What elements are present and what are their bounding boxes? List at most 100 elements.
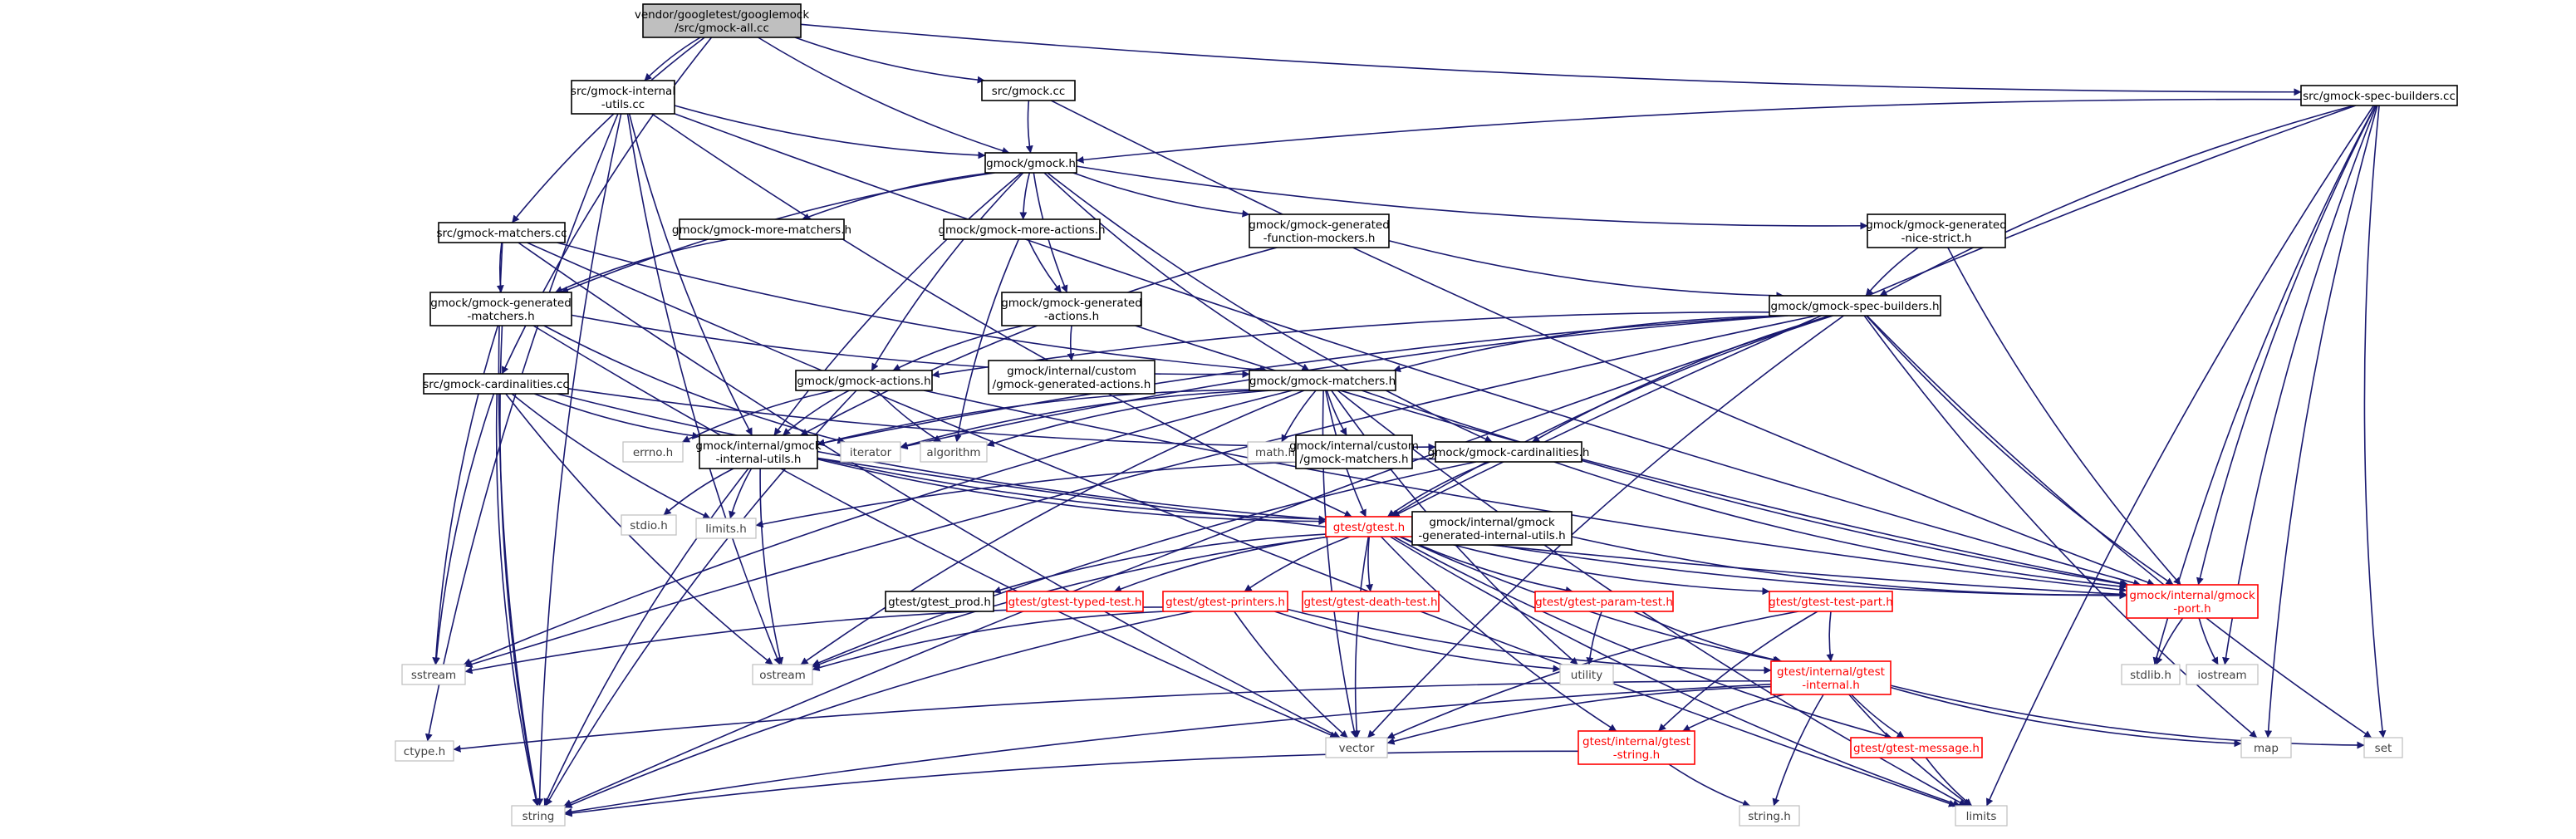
node-gmock_matchers_h[interactable]: gmock/gmock-matchers.h bbox=[1249, 370, 1396, 391]
node-src_gmock_internal_utils_cc[interactable]: src/gmock-internal-utils.cc bbox=[571, 80, 675, 115]
node-custom_gen_actions_h[interactable]: gmock/internal/custom/gmock-generated-ac… bbox=[988, 360, 1156, 395]
node-label-gtest_printers_h-0: gtest/gtest-printers.h bbox=[1165, 596, 1285, 609]
node-gtest_test_part_h[interactable]: gtest/gtest-test-part.h bbox=[1769, 591, 1893, 612]
node-label-gmock_more_matchers_h-0: gmock/gmock-more-matchers.h bbox=[672, 223, 851, 237]
edge-gmock_more_matchers_h-to-gmock_gen_matchers_h bbox=[555, 238, 729, 293]
node-src_gmock_matchers_cc[interactable]: src/gmock-matchers.cc bbox=[436, 222, 567, 243]
node-gmock_port_h[interactable]: gmock/internal/gmock-port.h bbox=[2126, 584, 2259, 619]
edge-gtest_printers_h-to-gtest_internal_h bbox=[1287, 608, 1772, 675]
node-src_gmock_spec_builders_cc[interactable]: src/gmock-spec-builders.cc bbox=[2300, 85, 2458, 106]
node-string_h[interactable]: string.h bbox=[1739, 805, 1800, 827]
edge-gtest_internal_h-to-set bbox=[1890, 684, 2365, 749]
edge-gtest_h-to-gtest_prod_h bbox=[993, 533, 1327, 594]
node-box-src_gmock_cc bbox=[981, 80, 1076, 101]
node-stdlib_h[interactable]: stdlib.h bbox=[2121, 664, 2181, 685]
edge-gtest_param_test_h-to-gtest_internal_h bbox=[1633, 611, 1783, 664]
node-utility[interactable]: utility bbox=[1559, 664, 1614, 685]
edge-gtest_h-to-gtest_test_part_h bbox=[1411, 532, 1770, 596]
edge-gmock_spec_builders_h-to-gmock_matchers_h bbox=[1393, 315, 1784, 373]
node-sstream[interactable]: sstream bbox=[401, 664, 466, 685]
edge-gmock_gen_function_mockers_h-to-gmock_spec_builders_h bbox=[1388, 239, 1784, 300]
edge-src_gmock_spec_builders_cc-to-map bbox=[2264, 105, 2378, 738]
edge-gmock_gen_actions_h-to-gmock_actions_h bbox=[892, 325, 1024, 371]
node-label-gmock_actions_h-0: gmock/gmock-actions.h bbox=[797, 375, 930, 388]
edge-gtest_h-to-gtest_printers_h bbox=[1244, 536, 1351, 592]
node-set[interactable]: set bbox=[2363, 737, 2403, 758]
node-box-gtest_prod_h bbox=[885, 591, 994, 612]
edge-gmock_h-to-gmock_actions_h bbox=[871, 172, 1024, 371]
node-vector[interactable]: vector bbox=[1325, 737, 1388, 758]
edge-gtest_test_part_h-to-vector bbox=[1386, 611, 1799, 739]
node-box-limits bbox=[1955, 805, 2008, 827]
node-gmock_more_matchers_h[interactable]: gmock/gmock-more-matchers.h bbox=[672, 218, 851, 240]
node-gtest_typed_test_h[interactable]: gtest/gtest-typed-test.h bbox=[1006, 591, 1144, 612]
node-box-gtest_h bbox=[1325, 516, 1413, 537]
node-label-gmock_gen_actions_h-1: -actions.h bbox=[1044, 310, 1099, 323]
node-string[interactable]: string bbox=[511, 805, 566, 827]
node-gmock_gen_internal_utils_h[interactable]: gmock/internal/gmock-generated-internal-… bbox=[1411, 511, 1573, 546]
node-box-string_h bbox=[1739, 805, 1800, 827]
node-gmock_internal_utils_h[interactable]: gmock/internal/gmock-internal-utils.h bbox=[695, 434, 822, 469]
node-gmock_actions_h[interactable]: gmock/gmock-actions.h bbox=[795, 370, 933, 391]
node-ctype_h[interactable]: ctype.h bbox=[395, 740, 454, 762]
node-label-iostream-0: iostream bbox=[2197, 669, 2246, 682]
node-gtest_internal_h[interactable]: gtest/internal/gtest-internal.h bbox=[1770, 660, 1892, 695]
edge-src_gmock_spec_builders_cc-to-iostream bbox=[2222, 105, 2377, 665]
node-gmock_cardinalities_h[interactable]: gmock/gmock-cardinalities.h bbox=[1428, 441, 1590, 463]
node-gtest_printers_h[interactable]: gtest/gtest-printers.h bbox=[1162, 591, 1288, 612]
edge-src_gmock_cardinalities_cc-to-gtest_h bbox=[557, 393, 1327, 523]
node-label-gmock_internal_utils_h-1: -internal-utils.h bbox=[716, 453, 802, 466]
node-errno_h[interactable]: errno.h bbox=[622, 441, 684, 463]
node-box-gtest_internal_h bbox=[1770, 660, 1892, 695]
edge-gtest_h-to-limits bbox=[1389, 536, 1961, 807]
node-gmock_more_actions_h[interactable]: gmock/gmock-more-actions.h bbox=[938, 218, 1106, 240]
node-box-src_gmock_spec_builders_cc bbox=[2300, 85, 2458, 106]
node-box-gmock_internal_utils_h bbox=[699, 434, 818, 469]
node-box-stdio_h bbox=[621, 514, 677, 536]
node-gmock_gen_nice_strict_h[interactable]: gmock/gmock-generated-nice-strict.h bbox=[1866, 213, 2007, 248]
edge-gmock_h-to-gmock_matchers_h bbox=[1043, 172, 1310, 371]
node-box-gmock_more_matchers_h bbox=[679, 218, 845, 240]
node-box-gtest_test_part_h bbox=[1769, 591, 1893, 612]
node-gtest_param_test_h[interactable]: gtest/gtest-param-test.h bbox=[1534, 591, 1674, 612]
node-gmock_gen_matchers_h[interactable]: gmock/gmock-generated-matchers.h bbox=[429, 292, 572, 326]
node-box-custom_gmock_matchers_h bbox=[1295, 434, 1413, 469]
node-gmock_gen_actions_h[interactable]: gmock/gmock-generated-actions.h bbox=[1001, 292, 1142, 326]
node-src_gmock_cc[interactable]: src/gmock.cc bbox=[981, 80, 1076, 101]
node-gtest_h[interactable]: gtest/gtest.h bbox=[1325, 516, 1413, 537]
node-box-limits_h bbox=[695, 518, 757, 539]
node-label-map-0: map bbox=[2254, 742, 2279, 755]
edge-root-to-gmock_h bbox=[758, 37, 1010, 155]
node-limits_h[interactable]: limits.h bbox=[695, 518, 757, 539]
node-label-iterator-0: iterator bbox=[850, 446, 892, 459]
node-map[interactable]: map bbox=[2240, 737, 2292, 758]
node-iterator[interactable]: iterator bbox=[840, 441, 901, 463]
node-ostream[interactable]: ostream bbox=[752, 664, 813, 685]
node-limits[interactable]: limits bbox=[1955, 805, 2008, 827]
node-custom_gmock_matchers_h[interactable]: gmock/internal/custom/gmock-matchers.h bbox=[1289, 434, 1419, 469]
node-gtest_string_h[interactable]: gtest/internal/gtest-string.h bbox=[1577, 730, 1695, 765]
node-gtest_message_h[interactable]: gtest/gtest-message.h bbox=[1850, 737, 1983, 758]
edge-gmock_internal_utils_h-to-limits_h bbox=[729, 468, 753, 519]
node-gtest_death_test_h[interactable]: gtest/gtest-death-test.h bbox=[1302, 591, 1440, 612]
node-box-gmock_actions_h bbox=[795, 370, 933, 391]
edge-gmock_internal_utils_h-to-stdio_h bbox=[663, 468, 734, 516]
edge-root-to-src_gmock_spec_builders_cc bbox=[800, 23, 2302, 96]
node-algorithm[interactable]: algorithm bbox=[920, 441, 988, 463]
node-gtest_prod_h[interactable]: gtest/gtest_prod.h bbox=[885, 591, 994, 612]
node-label-gtest_param_test_h-0: gtest/gtest-param-test.h bbox=[1535, 596, 1673, 609]
node-gmock_h[interactable]: gmock/gmock.h bbox=[984, 152, 1077, 174]
edge-gtest_internal_h-to-map bbox=[1890, 686, 2242, 748]
node-src_gmock_cardinalities_cc[interactable]: src/gmock-cardinalities.cc bbox=[423, 373, 569, 395]
node-label-gmock_gen_nice_strict_h-0: gmock/gmock-generated bbox=[1866, 218, 2007, 232]
node-stdio_h[interactable]: stdio.h bbox=[621, 514, 677, 536]
edge-gmock_actions_h-to-algorithm bbox=[876, 390, 942, 443]
node-box-ostream bbox=[752, 664, 813, 685]
node-gmock_gen_function_mockers_h[interactable]: gmock/gmock-generated-function-mockers.h bbox=[1249, 213, 1390, 248]
node-box-vector bbox=[1325, 737, 1388, 758]
node-iostream[interactable]: iostream bbox=[2186, 664, 2259, 685]
edge-gtest_printers_h-to-vector bbox=[1234, 611, 1348, 738]
node-label-custom_gen_actions_h-1: /gmock-generated-actions.h bbox=[993, 378, 1151, 391]
node-gmock_spec_builders_h[interactable]: gmock/gmock-spec-builders.h bbox=[1769, 295, 1941, 316]
edge-gmock_spec_builders_h-to-sstream bbox=[464, 315, 1817, 668]
